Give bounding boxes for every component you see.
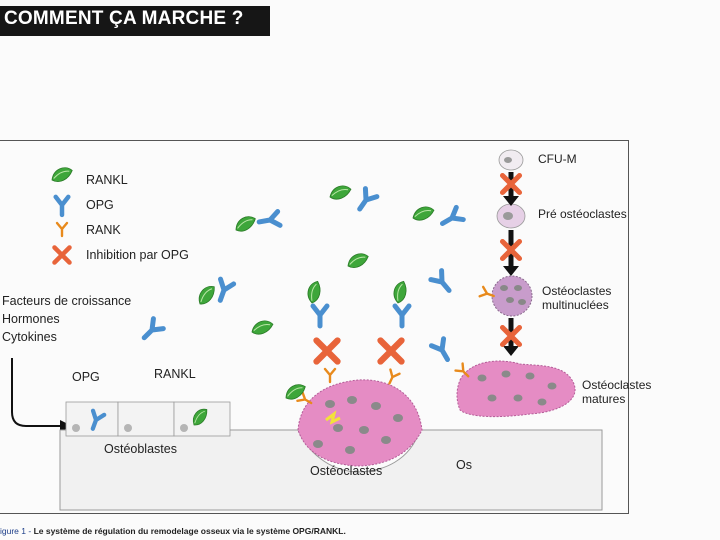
rankl-leaf-icon bbox=[49, 165, 75, 184]
legend-label-rank: RANK bbox=[86, 223, 121, 237]
lineage-column bbox=[478, 149, 533, 356]
figure-caption: igure 1 - Le système de régulation du re… bbox=[0, 526, 346, 536]
figure-frame bbox=[0, 140, 629, 514]
caption-text: Le système de régulation du remodelage o… bbox=[33, 526, 346, 536]
osteoblast-row bbox=[65, 401, 231, 437]
rank-receptor-icon bbox=[55, 221, 69, 238]
opg-y-icon bbox=[56, 197, 69, 215]
stage-osteoclastes-multinuclees: Ostéoclastes multinuclées bbox=[542, 284, 612, 312]
factors-arrow bbox=[11, 358, 60, 427]
factor-growth: Facteurs de croissance bbox=[2, 294, 132, 308]
page-title: COMMENT ÇA MARCHE ? bbox=[4, 8, 244, 29]
factor-cytokines: Cytokines bbox=[2, 330, 57, 344]
factor-hormones: Hormones bbox=[2, 312, 60, 326]
active-osteoclast bbox=[282, 367, 423, 467]
stage-pre-osteoclastes: Pré ostéoclastes bbox=[538, 207, 627, 221]
rankl-label: RANKL bbox=[154, 367, 196, 381]
inhibition-cross-icon bbox=[55, 248, 70, 263]
legend-label-opg: OPG bbox=[86, 198, 114, 212]
inhibition-crosses bbox=[317, 341, 402, 362]
stage-osteoclastes-matures: Ostéoclastes matures bbox=[582, 378, 652, 406]
caption-prefix: igure 1 - bbox=[0, 526, 32, 536]
floating-molecules bbox=[139, 183, 463, 363]
osteoclasts-label: Ostéoclastes bbox=[310, 464, 383, 478]
stage-cfu-m: CFU-M bbox=[538, 152, 577, 166]
header-band bbox=[0, 6, 270, 36]
legend-label-inhibition: Inhibition par OPG bbox=[86, 248, 189, 262]
osteoblasts-label: Ostéoblastes bbox=[104, 442, 177, 456]
legend-label-rankl: RANKL bbox=[86, 173, 128, 187]
opg-label: OPG bbox=[72, 370, 100, 384]
bone-label: Os bbox=[456, 458, 472, 472]
mature-osteoclast bbox=[454, 360, 576, 418]
